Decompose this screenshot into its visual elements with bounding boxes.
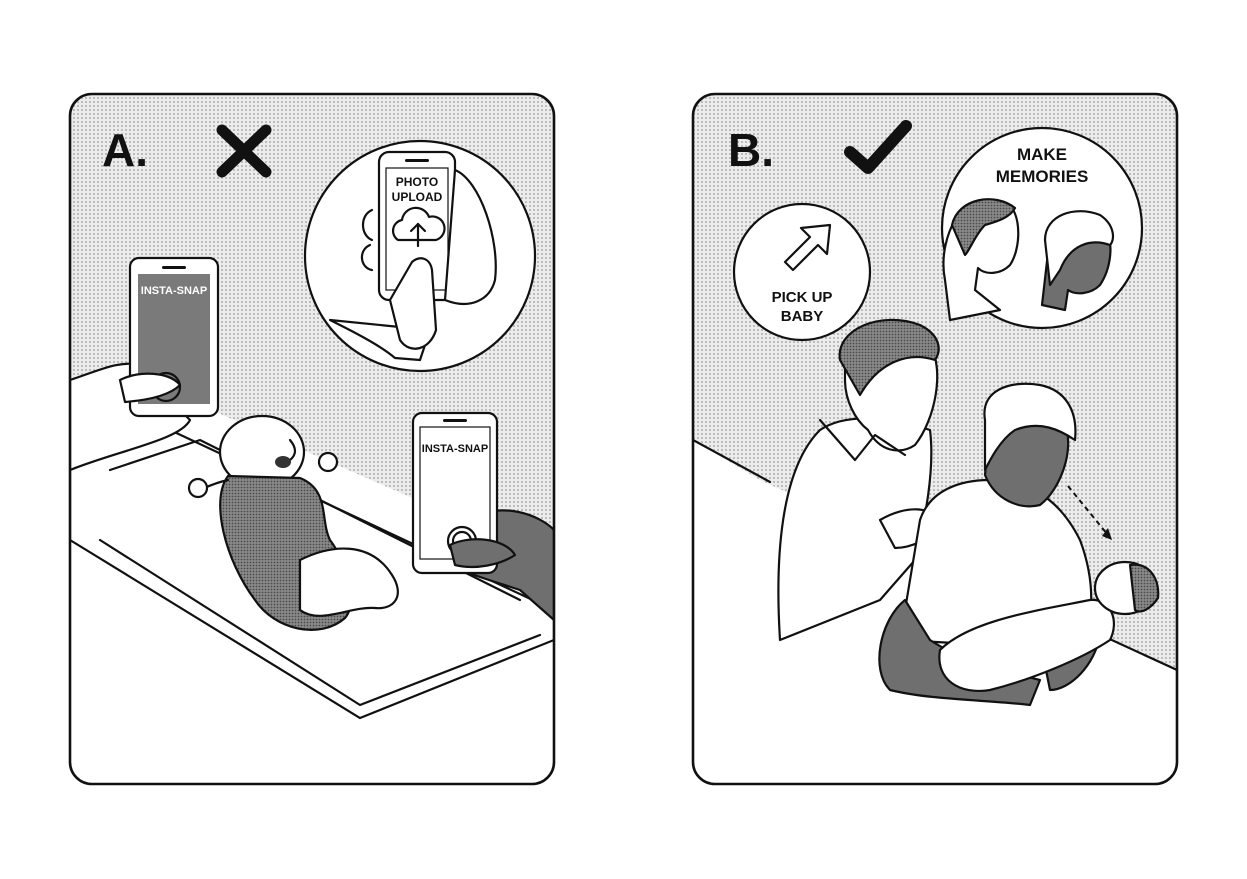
pick-up-baby-bubble: PICK UP BABY — [732, 202, 872, 342]
check-icon — [844, 120, 912, 174]
photo-upload-bubble: PHOTO UPLOAD — [303, 139, 537, 373]
panel-b-frame — [691, 92, 1179, 786]
bubble-text-line2: UPLOAD — [392, 190, 443, 204]
bubble-text-line1: PHOTO — [396, 175, 438, 189]
cross-icon — [216, 124, 272, 178]
gaze-arrow — [1067, 485, 1113, 541]
panel-b: PICK UP BABY MAKE MEMORIES B. — [691, 92, 1179, 786]
held-baby — [938, 560, 1160, 693]
left-hand-with-phone: INSTA-SNAP — [70, 256, 220, 472]
make-memories-line1: MAKE — [1017, 145, 1067, 164]
phone-left-label: INSTA-SNAP — [141, 285, 207, 297]
mother-hair — [983, 382, 1077, 472]
cloud-upload-icon — [391, 206, 446, 248]
right-hand-with-phone: INSTA-SNAP — [411, 411, 554, 622]
crying-baby — [187, 414, 399, 631]
baby-diaper — [298, 547, 399, 617]
panel-a-letter: A. — [102, 124, 148, 176]
phone-right-label: INSTA-SNAP — [422, 443, 488, 455]
pick-up-baby-line2: BABY — [781, 308, 824, 325]
memory-man-portrait — [942, 198, 1020, 322]
make-memories-bubble: MAKE MEMORIES — [940, 126, 1144, 330]
father-hair — [838, 318, 940, 397]
panel-a: INSTA-SNAP INSTA-SNAP — [68, 92, 556, 786]
panel-a-frame — [68, 92, 556, 786]
memory-woman-portrait — [1040, 210, 1115, 312]
make-memories-line2: MEMORIES — [996, 167, 1089, 186]
pick-up-baby-line1: PICK UP — [772, 289, 833, 306]
arrow-up-right-icon — [783, 223, 832, 272]
panel-b-letter: B. — [728, 124, 774, 176]
